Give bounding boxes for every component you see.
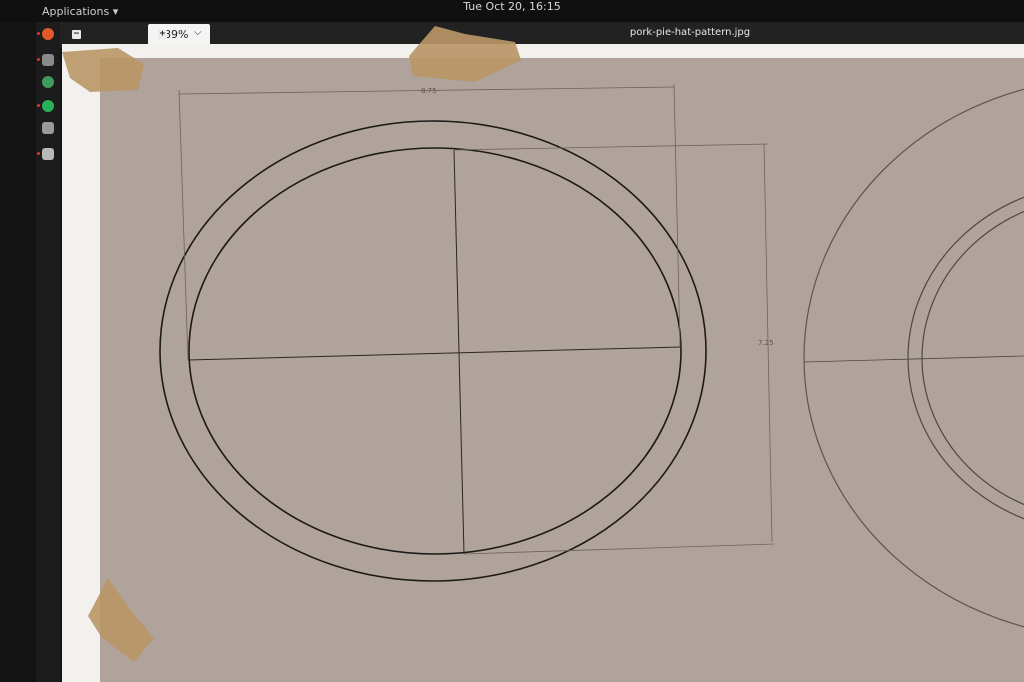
second-piece-ring-1: [907, 196, 1024, 520]
vertical-axis: [453, 149, 465, 555]
document-viewer-icon[interactable]: [42, 148, 54, 160]
height-extension-top: [453, 143, 769, 151]
applications-menu[interactable]: Applications ▾: [42, 5, 119, 18]
inner-crown-outline: [188, 147, 682, 555]
running-indicator: [37, 32, 40, 35]
firefox-icon[interactable]: [42, 28, 54, 40]
width-dimension-label: 8.75: [421, 87, 437, 95]
settings-icon[interactable]: [42, 122, 54, 134]
second-piece-outer: [803, 88, 1024, 628]
horizontal-axis: [187, 346, 681, 361]
height-extension-bottom: [463, 543, 775, 555]
height-dimension-label: 7.25: [758, 339, 774, 347]
dock: [36, 22, 60, 682]
window-title: pork-pie-hat-pattern.jpg: [629, 27, 751, 38]
top-panel: Applications ▾ Tue Oct 20, 16:15: [0, 0, 1024, 22]
width-extension-left: [178, 89, 189, 361]
height-dimension-line: [763, 143, 773, 543]
viewer-toolbar: − 189% ⌵ + pork-pie-hat-pattern.jpg: [60, 22, 1024, 48]
running-indicator: [37, 104, 40, 107]
width-extension-right: [673, 83, 681, 348]
masking-tape-top-left: [62, 48, 144, 92]
masking-tape-bottom-left: [88, 578, 154, 662]
status-green-icon[interactable]: [42, 100, 54, 112]
web-browser-icon[interactable]: [42, 76, 54, 88]
running-indicator: [37, 152, 40, 155]
zoom-in-button[interactable]: +: [158, 29, 167, 39]
chevron-down-icon: ⌵: [194, 27, 202, 38]
clock[interactable]: Tue Oct 20, 16:15: [463, 0, 561, 13]
second-piece-axis: [803, 355, 1024, 363]
outer-brim-outline: [159, 120, 707, 582]
second-piece-ring-2: [921, 210, 1024, 506]
hat-pattern-drawing: [159, 83, 1024, 628]
zoom-out-button[interactable]: −: [72, 29, 81, 39]
masking-tape-top-center: [409, 26, 521, 82]
width-dimension-line: [178, 86, 675, 95]
running-indicator: [37, 58, 40, 61]
pattern-image: [100, 58, 1024, 682]
files-icon[interactable]: [42, 54, 54, 66]
